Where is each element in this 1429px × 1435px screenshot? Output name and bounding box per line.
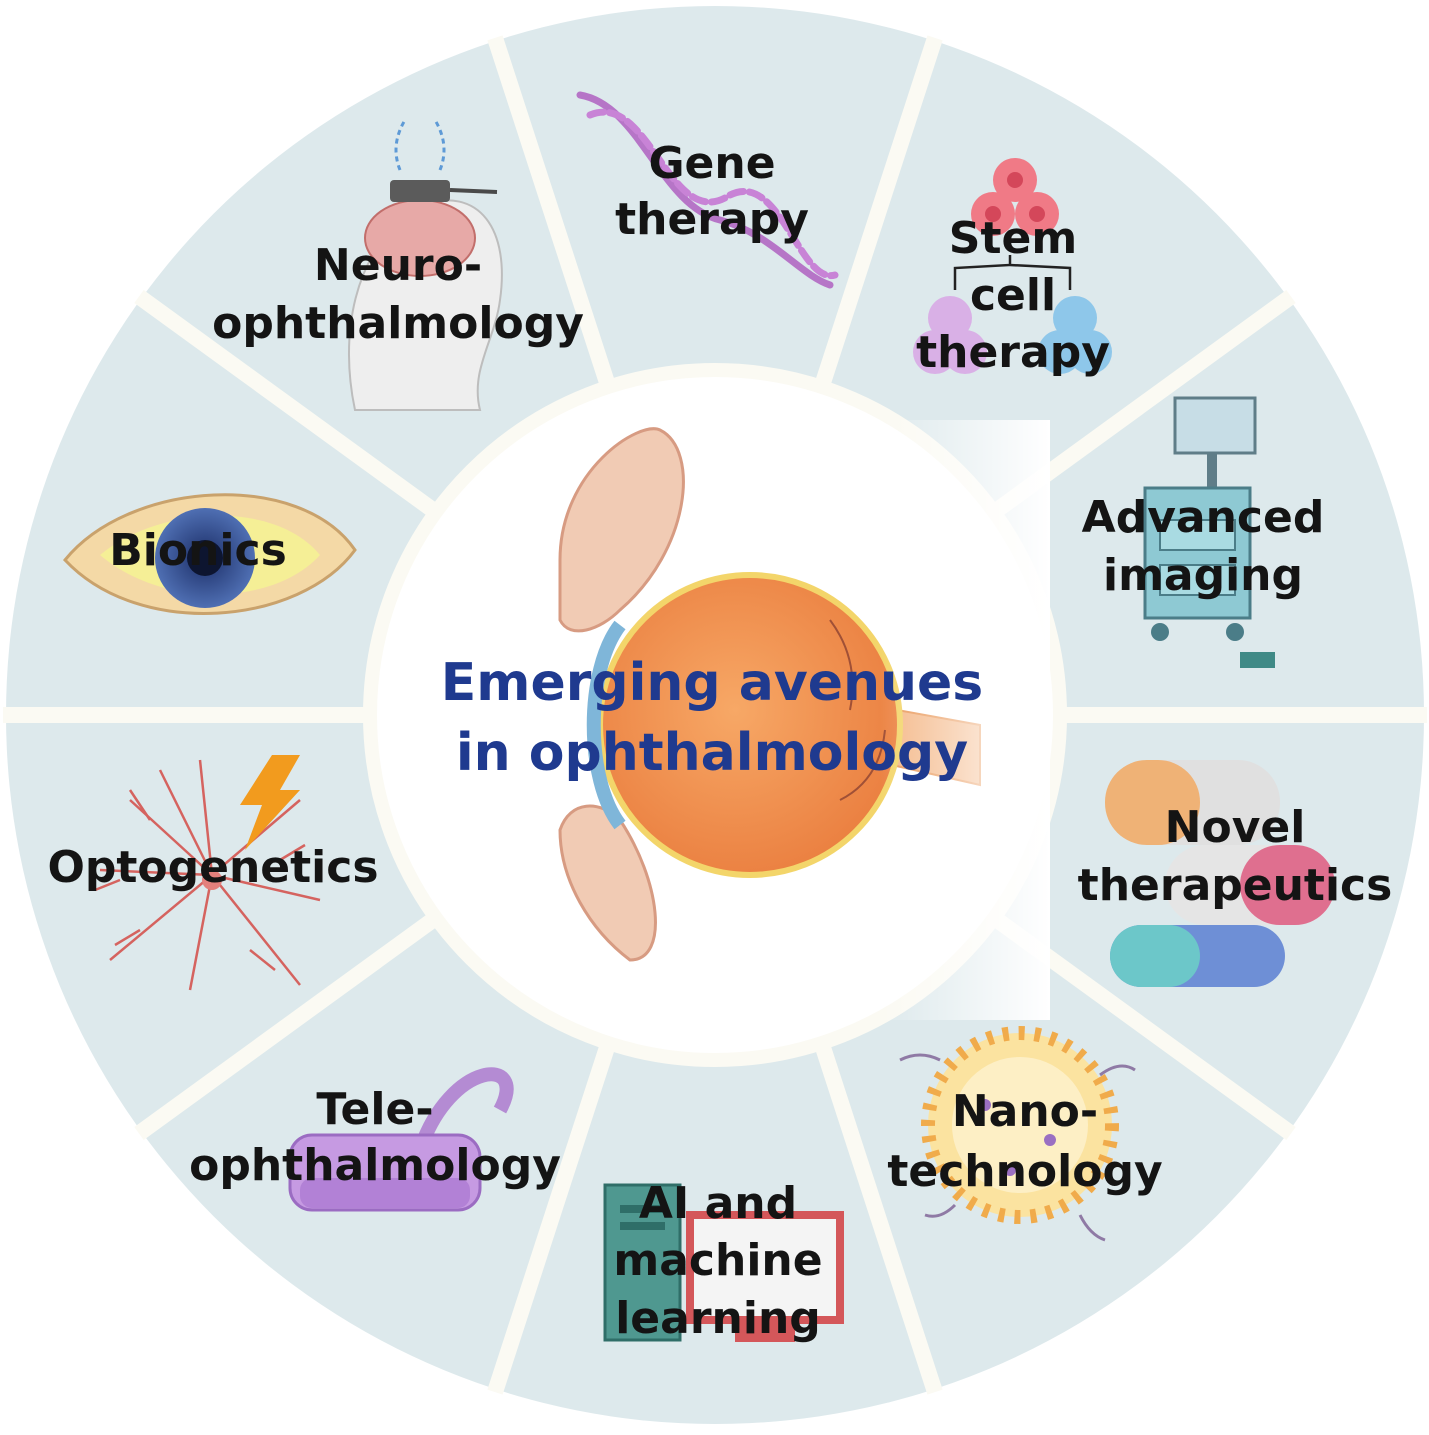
segment-label-line: learning	[615, 1293, 821, 1344]
title-line-2: in ophthalmology	[456, 723, 968, 783]
computer-icon	[603, 1183, 844, 1342]
segment-label-line: cell	[970, 270, 1056, 321]
segment-label-line: Bionics	[109, 525, 287, 576]
segment-advanced-imaging: Advanced imaging	[1082, 492, 1325, 601]
segment-label-line: ophthalmology	[189, 1140, 561, 1191]
segment-label-line: Nano-	[952, 1086, 1098, 1137]
eye-anatomy-illustration	[558, 420, 1050, 1020]
segment-neuro-ophthalmology: Neuro- ophthalmology	[212, 240, 584, 349]
segment-optogenetics: Optogenetics	[47, 842, 378, 893]
nanoparticle-icon	[899, 1026, 1136, 1242]
segment-label-line: therapeutics	[1078, 860, 1393, 911]
segment-nanotechnology: Nano- technology	[887, 1086, 1162, 1197]
segment-bionics: Bionics	[109, 525, 287, 576]
segment-label-line: Neuro-	[314, 240, 482, 291]
segment-label-line: technology	[887, 1146, 1162, 1197]
segment-tele-ophthalmology: Tele- ophthalmology	[189, 1084, 561, 1191]
segment-label-line: machine	[613, 1235, 822, 1286]
segment-label-line: Gene	[648, 138, 775, 189]
eye-icon	[63, 493, 357, 615]
retina-lightning-icon	[94, 755, 321, 991]
center-title: Emerging avenues in ophthalmology	[441, 653, 984, 783]
segment-label-line: Optogenetics	[47, 842, 378, 893]
segment-label-line: therapy	[615, 194, 809, 245]
segment-label-line: therapy	[916, 327, 1110, 378]
title-line-1: Emerging avenues	[441, 653, 984, 713]
brain-stimulator-icon	[347, 119, 503, 411]
stem-cells-icon	[913, 158, 1112, 374]
segment-label-line: Advanced	[1082, 492, 1325, 543]
segment-label-line: AI and	[639, 1178, 797, 1229]
segment-ai-machine-learning: AI and machine learning	[613, 1178, 822, 1344]
segment-label-line: ophthalmology	[212, 298, 584, 349]
segment-novel-therapeutics: Novel therapeutics	[1078, 802, 1393, 911]
segment-gene-therapy: Gene therapy	[615, 138, 809, 245]
capsules-icon	[1105, 760, 1335, 987]
segment-stem-cell-therapy: Stem cell therapy	[916, 213, 1110, 378]
segment-label-line: imaging	[1103, 550, 1303, 601]
segment-label-line: Novel	[1165, 802, 1306, 853]
dna-icon	[576, 91, 839, 289]
imaging-cart-icon	[1143, 396, 1275, 668]
segment-label-line: Tele-	[316, 1084, 433, 1135]
segment-label-line: Stem	[949, 213, 1077, 264]
vr-headset-icon	[288, 1067, 514, 1212]
